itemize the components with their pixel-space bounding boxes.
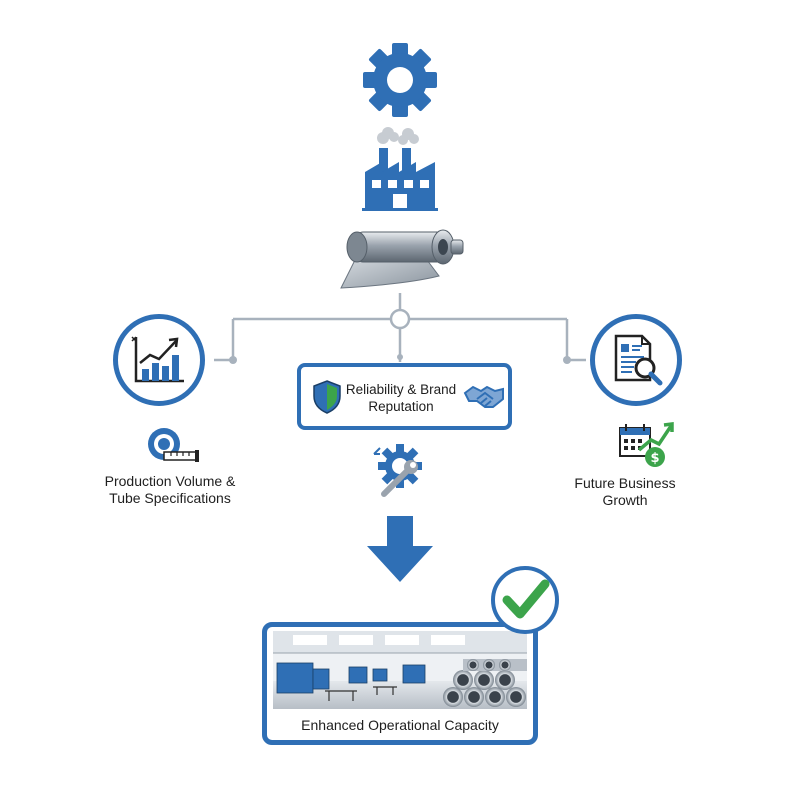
production-volume-label: Production Volume & Tube Specifications — [104, 473, 236, 506]
svg-text:$: $ — [650, 451, 659, 466]
operational-capacity-label: Enhanced Operational Capacity — [301, 717, 499, 733]
steel-coil-icon — [340, 229, 464, 289]
operational-capacity-box: Enhanced Operational Capacity — [262, 622, 538, 745]
handshake-icon — [463, 385, 504, 408]
shield-icon — [313, 380, 341, 414]
reliability-box: Reliability & Brand Reputation — [297, 363, 512, 430]
gear-wrench-icon — [373, 444, 422, 497]
tape-measure-icon — [148, 428, 199, 462]
checkmark-icon — [502, 579, 550, 619]
document-search-icon — [614, 334, 663, 386]
document-search-circle — [590, 314, 682, 406]
production-chart-circle — [113, 314, 205, 406]
growth-chart-icon — [131, 336, 184, 383]
calendar-growth-icon: $ — [619, 422, 674, 467]
reliability-label: Reliability & Brand Reputation — [345, 382, 457, 414]
down-arrow-icon — [367, 516, 433, 582]
factory-icon — [362, 127, 438, 211]
gear-icon — [363, 43, 437, 117]
checkmark-badge — [491, 566, 559, 634]
future-growth-label: Future Business Growth — [574, 475, 676, 508]
factory-floor-image — [273, 631, 527, 709]
